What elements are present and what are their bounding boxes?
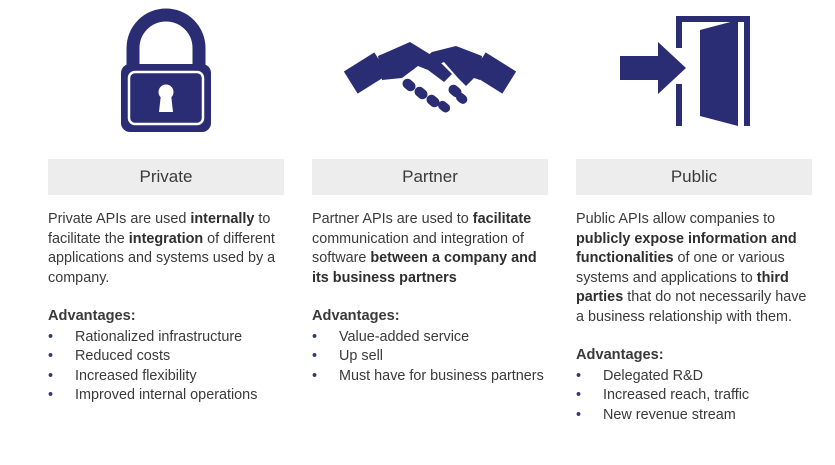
bold-text: integration	[128, 230, 204, 247]
text: Public APIs allow companies to	[576, 211, 776, 227]
door-enter-icon	[576, 8, 812, 136]
column-private: Private Private APIs are used internally…	[48, 0, 284, 465]
text: Partner APIs are used to	[312, 211, 473, 227]
text: communication and integration of softwar…	[312, 230, 524, 267]
advantage-item: Value-added service	[312, 328, 552, 348]
column-header: Public	[576, 159, 812, 195]
advantages-title: Advantages:	[576, 347, 664, 363]
advantages-title: Advantages:	[312, 308, 400, 324]
advantage-item: Improved internal operations	[48, 386, 288, 406]
advantage-item: Increased flexibility	[48, 367, 288, 387]
column-description: Partner APIs are used to facilitate comm…	[312, 210, 552, 288]
text: to facilitate the	[48, 211, 271, 247]
advantages-list: Value-added serviceUp sellMust have for …	[312, 328, 552, 387]
advantage-item: Increased reach, traffic	[576, 386, 816, 406]
advantages-list: Delegated R&DIncreased reach, trafficNew…	[576, 367, 816, 426]
column-description: Private APIs are used internally to faci…	[48, 210, 288, 288]
text: that do not necessarily have a business …	[576, 289, 807, 325]
handshake-icon	[312, 8, 548, 136]
advantage-item: Rationalized infrastructure	[48, 328, 288, 348]
advantage-item: Delegated R&D	[576, 367, 816, 387]
advantage-item: Must have for business partners	[312, 367, 552, 387]
bold-text: internally	[190, 211, 255, 227]
text: of one or various systems and applicatio…	[576, 250, 785, 286]
text: Private APIs are used	[48, 211, 191, 227]
bold-text: between a company and its business partn…	[312, 250, 537, 286]
text: of different applications and systems us…	[48, 230, 276, 286]
padlock-icon	[48, 8, 284, 136]
advantages-title: Advantages:	[48, 308, 136, 324]
advantage-item: New revenue stream	[576, 406, 816, 426]
column-header: Partner	[312, 159, 548, 195]
column-partner: Partner Partner APIs are used to facilit…	[312, 0, 548, 465]
bold-text: facilitate	[472, 211, 532, 227]
advantage-item: Up sell	[312, 347, 552, 367]
advantages-list: Rationalized infrastructureReduced costs…	[48, 328, 288, 406]
bold-text: third parties	[576, 269, 789, 306]
bold-text: publicly expose information and function…	[576, 230, 797, 267]
column-header: Private	[48, 159, 284, 195]
column-description: Public APIs allow companies to publicly …	[576, 210, 816, 327]
advantage-item: Reduced costs	[48, 347, 288, 367]
column-public: Public Public APIs allow companies to pu…	[576, 0, 812, 465]
